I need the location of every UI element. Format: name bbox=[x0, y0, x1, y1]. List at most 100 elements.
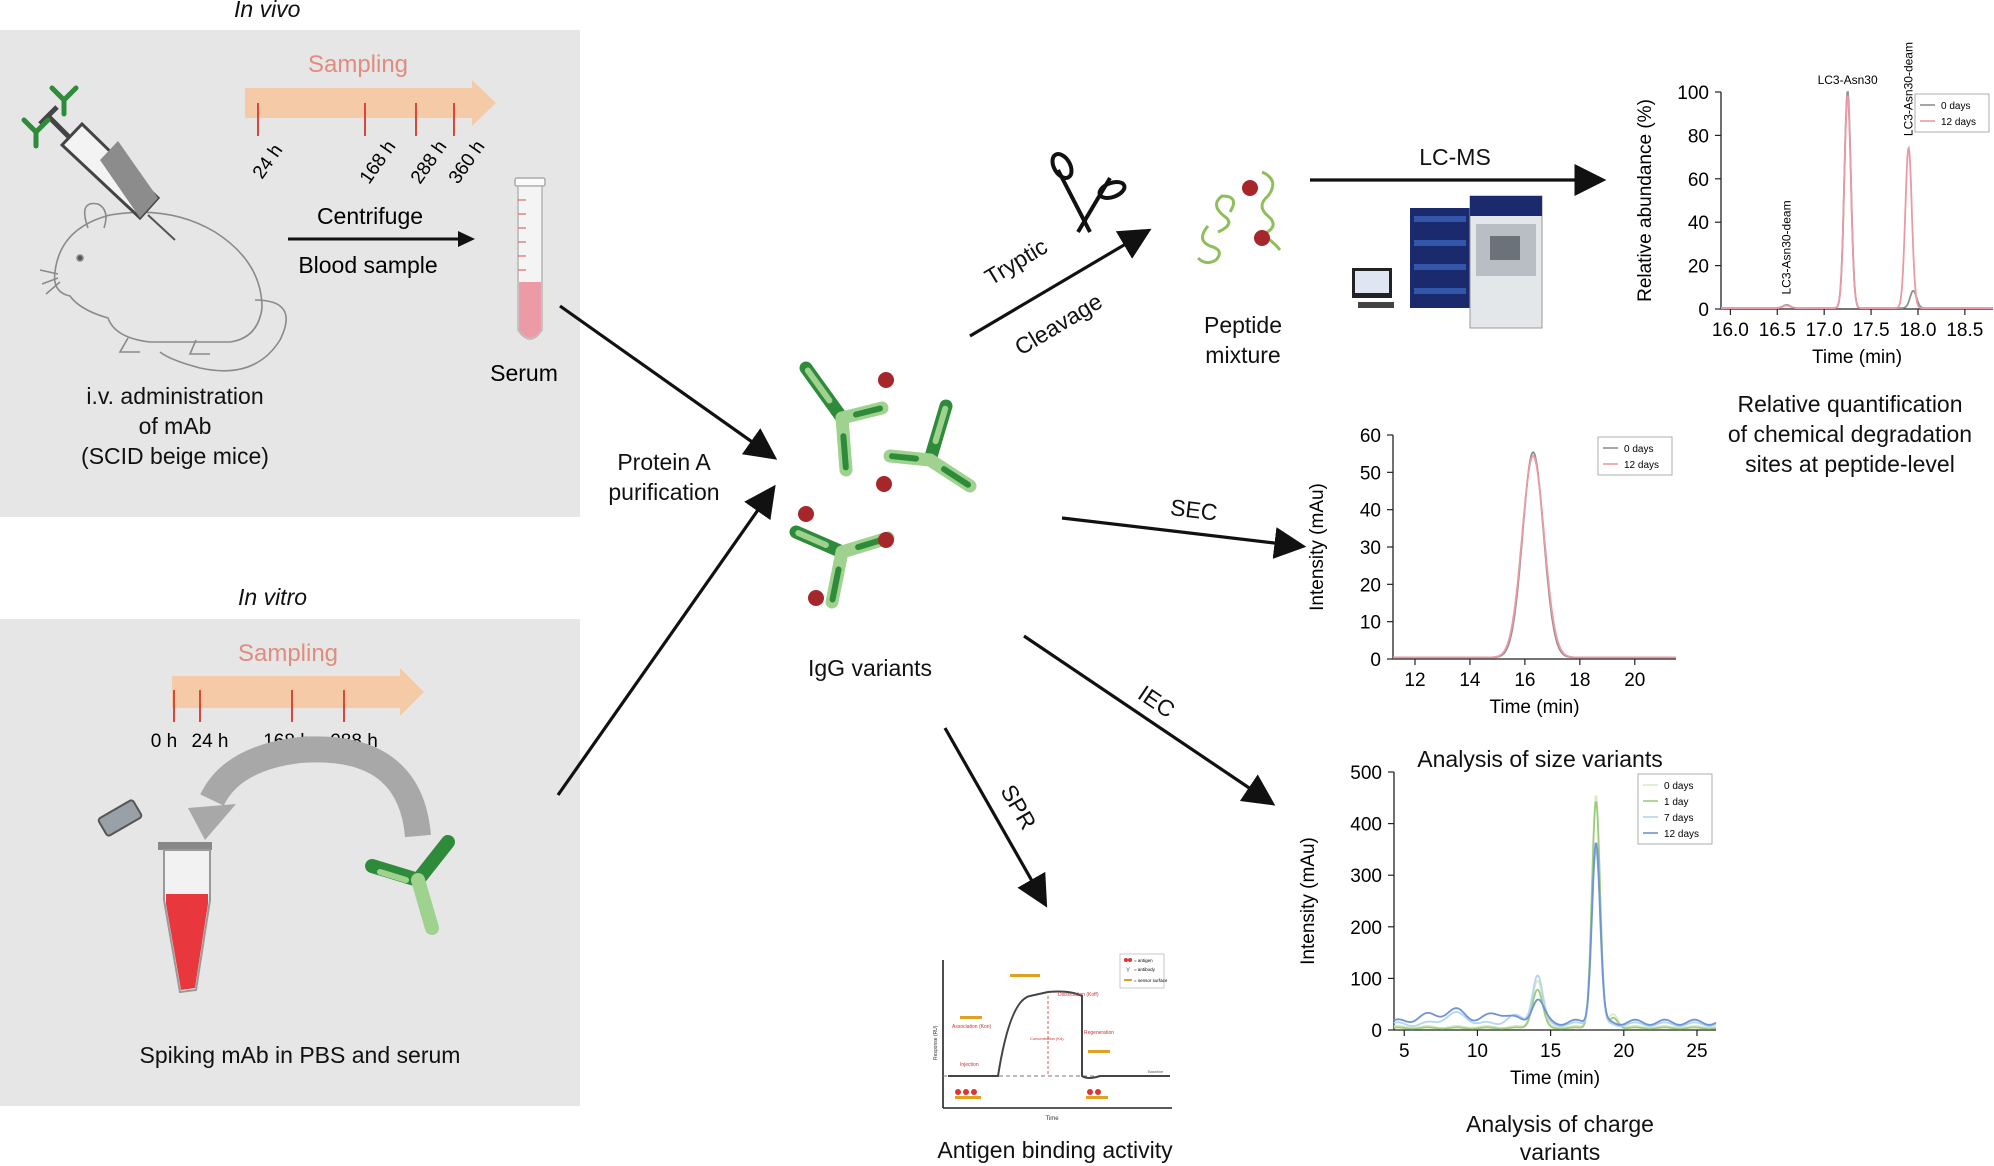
x-tick-label: 10 bbox=[1467, 1041, 1488, 1062]
y-tick-label: 60 bbox=[1360, 426, 1381, 447]
invivo-sampling-graphic: Sampling 24 h 168 h 288 h 360 h Centrifu… bbox=[21, 51, 558, 386]
y-tick-label: 30 bbox=[1360, 538, 1381, 559]
x-tick-label: 5 bbox=[1399, 1041, 1410, 1062]
x-tick-label: 18 bbox=[1569, 670, 1590, 691]
legend-label: 0 days bbox=[1624, 444, 1653, 455]
spr-annotation: Dissociation (Koff) bbox=[1058, 992, 1099, 998]
y-tick-label: 400 bbox=[1350, 815, 1382, 836]
igg-chain bbox=[941, 466, 971, 488]
spr-curve bbox=[948, 990, 1170, 1079]
x-tick-label: 16 bbox=[1514, 670, 1535, 691]
svg-text:Y: Y bbox=[1126, 968, 1130, 974]
igg-chain bbox=[795, 530, 829, 548]
scissors-icon bbox=[1050, 152, 1127, 234]
x-tick-label: 20 bbox=[1613, 1041, 1634, 1062]
series-line bbox=[1393, 801, 1717, 1030]
spr-legend-item: = sensor surface bbox=[1134, 978, 1168, 983]
igg-chain bbox=[889, 453, 919, 462]
x-tick-label: 16.5 bbox=[1759, 320, 1796, 341]
legend-label: 0 days bbox=[1941, 101, 1970, 112]
y-tick-label: 20 bbox=[1688, 257, 1709, 278]
x-axis-label: Time (min) bbox=[1812, 347, 1902, 368]
y-tick-label: 0 bbox=[1370, 650, 1381, 671]
y-tick-label: 80 bbox=[1688, 126, 1709, 147]
igg-chain bbox=[804, 367, 833, 404]
series-line bbox=[1393, 842, 1717, 1026]
protein-a-label: purification bbox=[608, 479, 720, 505]
y-tick-label: 100 bbox=[1350, 969, 1382, 990]
spr-legend-item: = antigen bbox=[1134, 958, 1153, 963]
igg-variants-label: IgG variants bbox=[808, 655, 932, 681]
syringe-illustration bbox=[21, 85, 176, 241]
y-tick-label: 300 bbox=[1350, 866, 1382, 887]
igg-modification-dot bbox=[878, 532, 894, 548]
admin-line: (SCID beige mice) bbox=[81, 443, 269, 469]
legend-box bbox=[1914, 93, 1990, 133]
invitro-title: In vitro bbox=[238, 584, 308, 610]
invitro-sampling-label: Sampling bbox=[238, 640, 338, 667]
invivo-sampling-label: Sampling bbox=[308, 51, 408, 78]
x-tick-label: 18.5 bbox=[1946, 320, 1983, 341]
y-tick-label: 500 bbox=[1350, 763, 1382, 784]
spr-annotation: Association (Kon) bbox=[952, 1024, 992, 1030]
iec-caption: Analysis of charge bbox=[1466, 1111, 1654, 1137]
y-tick-label: 20 bbox=[1360, 575, 1381, 596]
x-tick-label: 12 bbox=[1404, 670, 1425, 691]
y-tick-label: 0 bbox=[1371, 1021, 1382, 1042]
x-tick-label: 18.0 bbox=[1899, 320, 1936, 341]
x-tick-label: 16.0 bbox=[1712, 320, 1749, 341]
legend-label: 7 days bbox=[1664, 813, 1693, 824]
igg-modification-dot bbox=[878, 372, 894, 388]
y-tick-label: 200 bbox=[1350, 918, 1382, 939]
arrow-serum-to-igg bbox=[559, 304, 778, 460]
legend-label: 0 days bbox=[1664, 781, 1693, 792]
igg-modification-dot bbox=[798, 506, 814, 522]
invitro-time-label: 0 h bbox=[151, 731, 177, 752]
x-tick-label: 25 bbox=[1686, 1041, 1707, 1062]
serum-label: Serum bbox=[490, 360, 558, 386]
sec-caption: Analysis of size variants bbox=[1417, 746, 1663, 772]
spr-xlabel: Time bbox=[1045, 1116, 1059, 1122]
x-tick-label: 17.0 bbox=[1806, 320, 1843, 341]
invivo-sampling-arrow bbox=[245, 80, 496, 126]
lcms-caption: of chemical degradation bbox=[1727, 421, 1973, 447]
arrow-spr bbox=[943, 727, 1048, 908]
spr-annotation: Injection bbox=[960, 1062, 979, 1068]
igg-chain bbox=[932, 405, 949, 445]
legend-label: 12 days bbox=[1941, 117, 1976, 128]
y-tick-label: 40 bbox=[1688, 213, 1709, 234]
x-axis-label: Time (min) bbox=[1489, 697, 1579, 718]
x-tick-label: 15 bbox=[1540, 1041, 1561, 1062]
admin-line: of mAb bbox=[138, 413, 212, 439]
igg-chain bbox=[840, 433, 849, 471]
x-tick-label: 14 bbox=[1459, 670, 1481, 691]
spr-annotation: Baseline bbox=[1148, 1069, 1164, 1074]
lcms-label: LC-MS bbox=[1419, 144, 1491, 170]
antigen-binding-label: Antigen binding activity bbox=[937, 1137, 1173, 1163]
centrifuge-label: Centrifuge bbox=[317, 203, 423, 229]
y-axis-label: Intensity (mAu) bbox=[1307, 483, 1328, 611]
peak-annotation: LC3-Asn30-deam bbox=[1780, 200, 1794, 294]
invitro-sampling-graphic: Sampling 0 h 24 h 168 h 288 h bbox=[97, 640, 455, 994]
peak-annotation: LC3-Asn30 bbox=[1818, 73, 1878, 87]
y-axis-label: Relative abundance (%) bbox=[1635, 99, 1656, 302]
series-line bbox=[1393, 849, 1717, 1027]
legend-box bbox=[1597, 436, 1673, 476]
series-line bbox=[1393, 454, 1676, 659]
arrow-tryptic bbox=[969, 228, 1152, 338]
admin-line: i.v. administration bbox=[86, 383, 264, 409]
mouse-illustration bbox=[39, 202, 287, 372]
y-tick-label: 40 bbox=[1360, 501, 1381, 522]
igg-modification-dot bbox=[876, 476, 892, 492]
y-tick-label: 10 bbox=[1360, 613, 1381, 634]
y-tick-label: 50 bbox=[1360, 463, 1381, 484]
spike-arrow bbox=[200, 736, 431, 838]
spr-annotation: Regeneration bbox=[1084, 1030, 1114, 1036]
x-tick-label: 20 bbox=[1624, 670, 1645, 691]
peptide-mixture-label: mixture bbox=[1205, 342, 1281, 368]
